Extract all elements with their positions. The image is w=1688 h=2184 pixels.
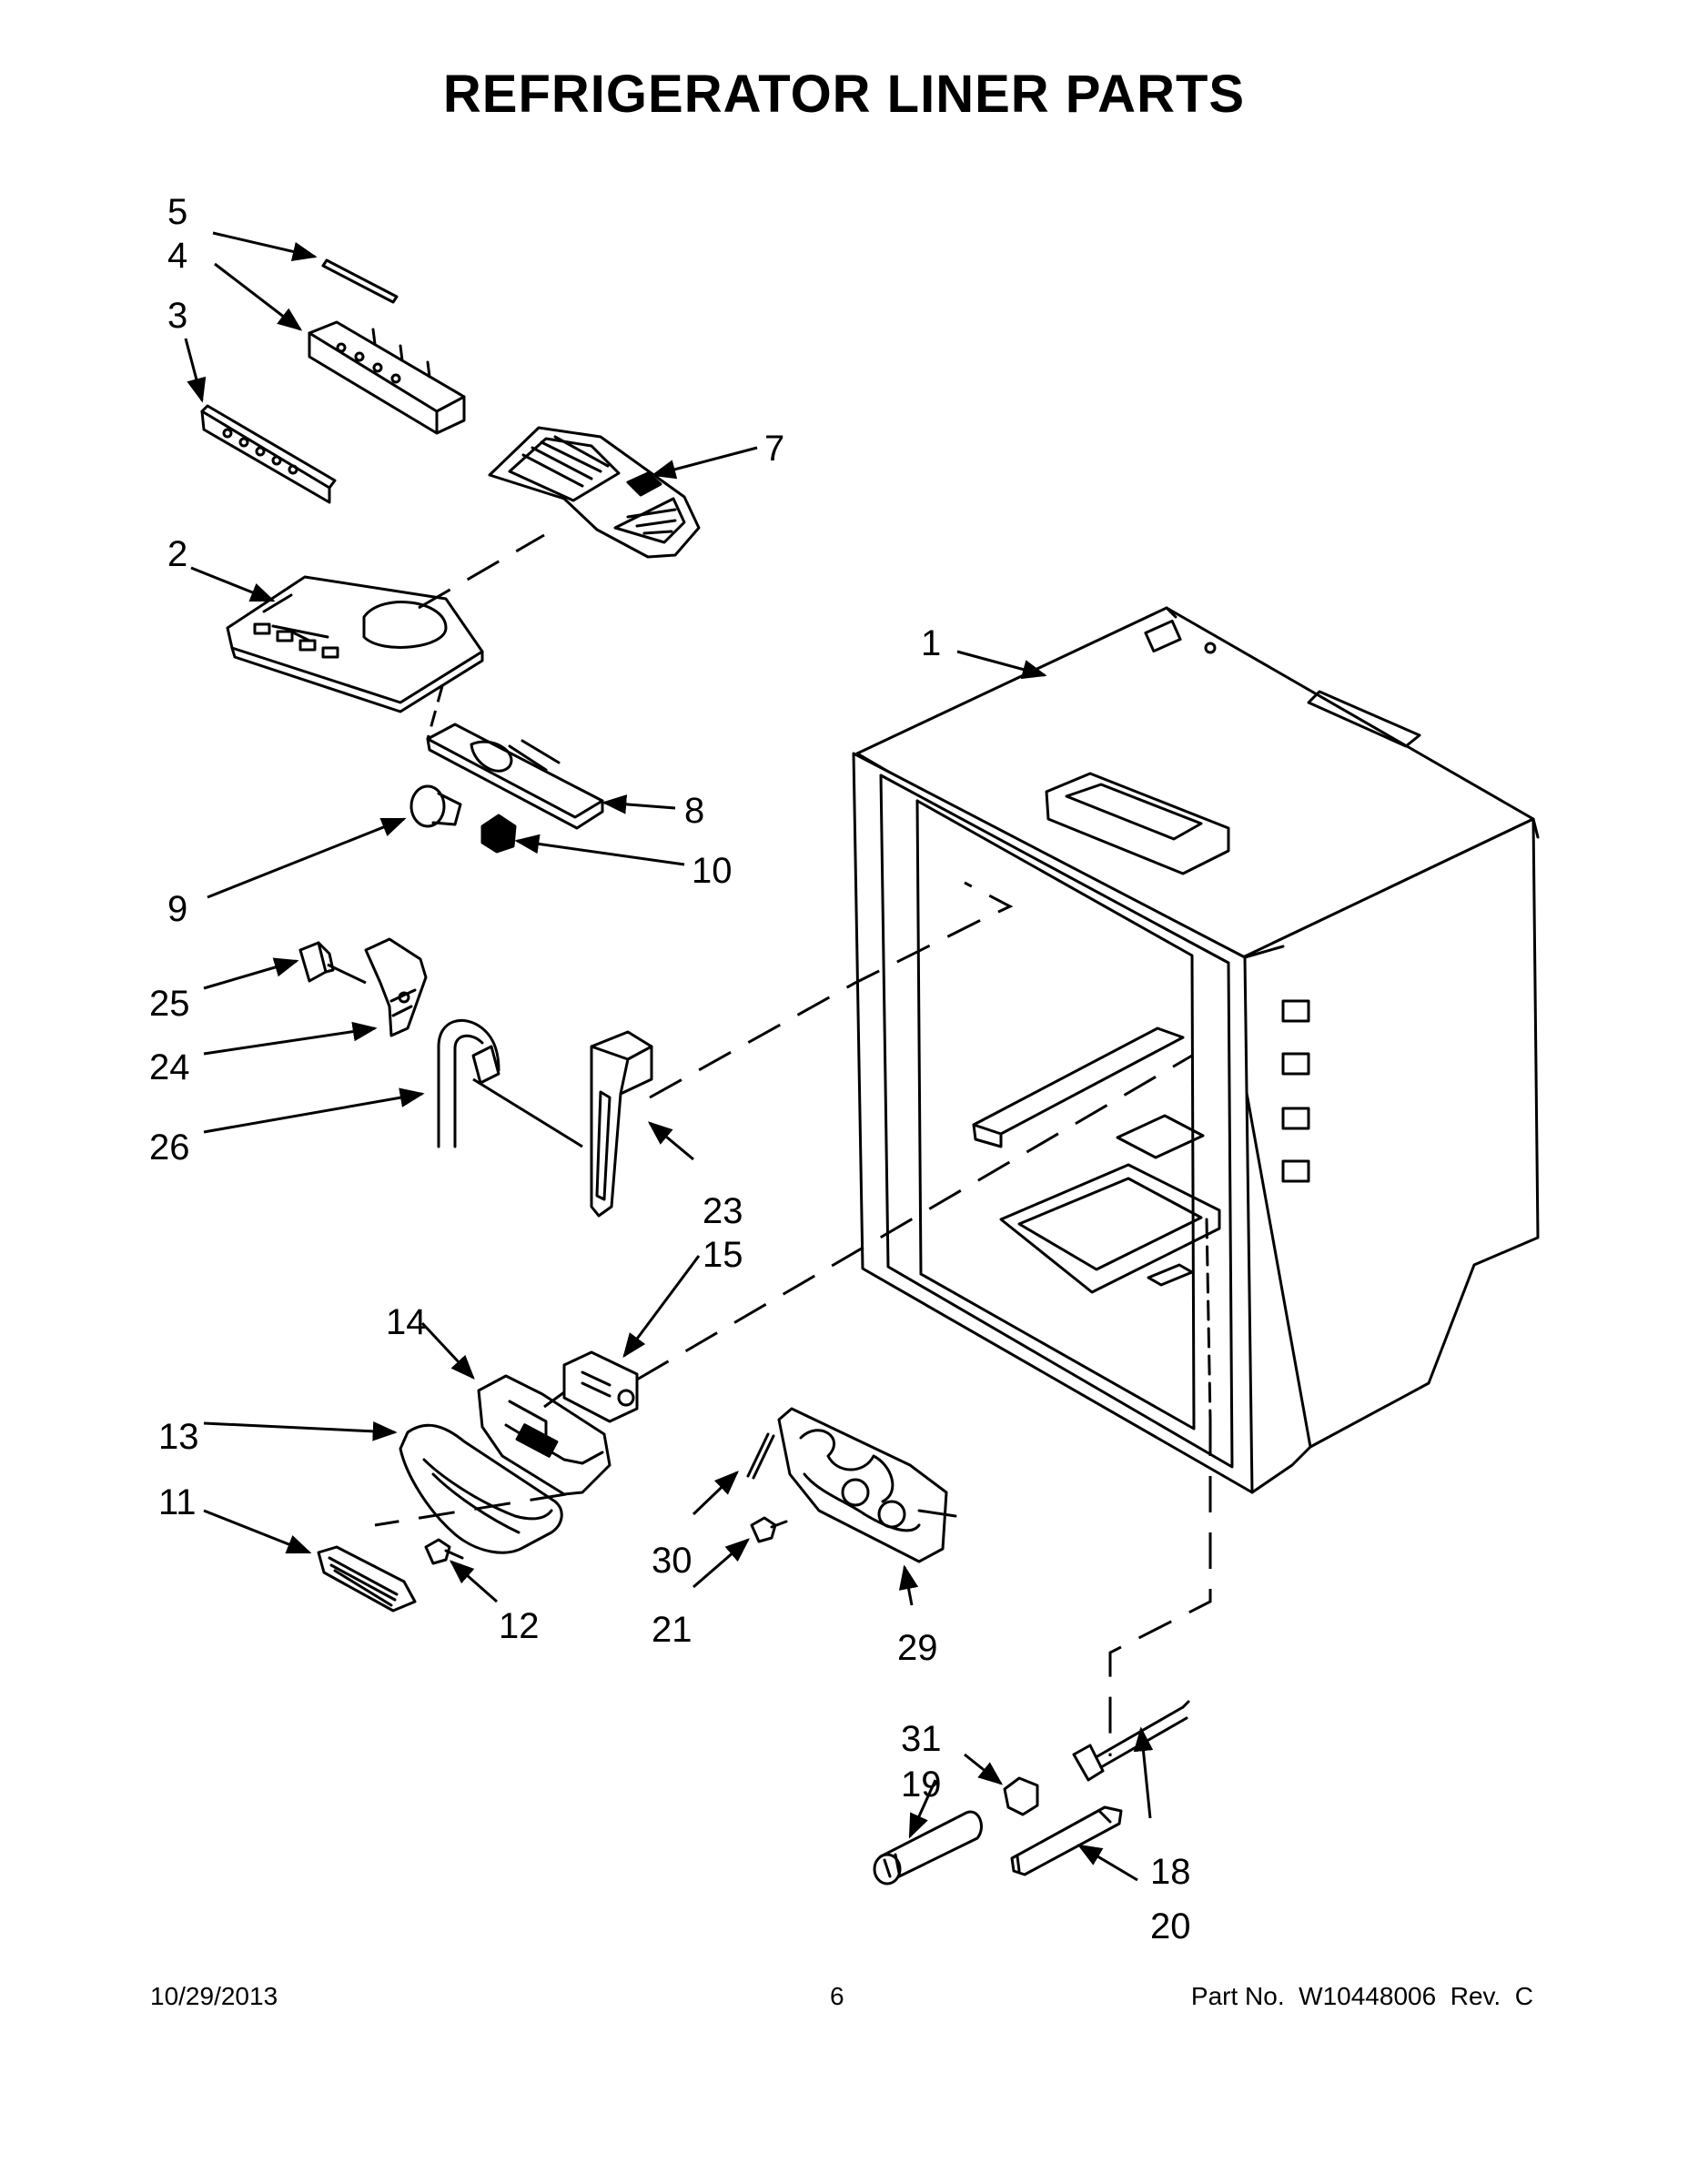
callout-20: 20 xyxy=(1150,1906,1191,1946)
callout-30: 30 xyxy=(652,1541,692,1581)
dispenser-housing-part-23 xyxy=(590,1030,653,1218)
callout-25: 25 xyxy=(149,984,190,1024)
callout-3: 3 xyxy=(167,296,187,336)
drip-grille-part-11 xyxy=(317,1545,417,1613)
callout-14: 14 xyxy=(386,1302,427,1342)
callout-13: 13 xyxy=(158,1417,199,1457)
dispenser-bezel-part-14 xyxy=(477,1374,612,1496)
filter-head-part-18 xyxy=(1072,1700,1190,1782)
callout-29: 29 xyxy=(897,1628,938,1668)
control-housing-part-4 xyxy=(308,320,466,435)
callout-10: 10 xyxy=(692,851,733,891)
leader-arrows xyxy=(184,231,1154,1882)
page-title: REFRIGERATOR LINER PARTS xyxy=(442,65,1246,124)
callout-18: 18 xyxy=(1150,1852,1191,1892)
filter-cover-part-20 xyxy=(1010,1805,1123,1876)
callout-31: 31 xyxy=(901,1719,942,1759)
callout-5: 5 xyxy=(167,192,187,232)
control-housing-part-2 xyxy=(226,575,484,713)
callout-7: 7 xyxy=(764,429,784,469)
callout-24: 24 xyxy=(149,1047,190,1087)
light-bulb-part-9 xyxy=(409,784,462,828)
assembly-lines xyxy=(374,533,1212,1756)
callout-15: 15 xyxy=(702,1235,743,1275)
water-tube-part-26 xyxy=(437,1018,500,1148)
callout-21: 21 xyxy=(652,1610,692,1650)
callout-2: 2 xyxy=(167,534,187,574)
switch-part-25 xyxy=(298,941,335,983)
strip-part-5 xyxy=(321,258,399,304)
callout-19: 19 xyxy=(901,1764,942,1805)
callout-9: 9 xyxy=(167,889,187,929)
dispenser-lever-part-24 xyxy=(364,937,428,1037)
light-housing-part-8 xyxy=(426,723,604,830)
lower-bezel-part-13 xyxy=(399,1423,563,1554)
callout-11: 11 xyxy=(158,1482,197,1522)
footer-part-number: Part No. W10448006 Rev. C xyxy=(1190,1982,1533,2010)
callout-26: 26 xyxy=(149,1127,190,1168)
screw-part-21 xyxy=(750,1516,788,1543)
long-screw-part-30 xyxy=(746,1432,775,1480)
footer-page-number: 6 xyxy=(830,1982,844,2010)
callout-12: 12 xyxy=(499,1606,540,1646)
callout-1: 1 xyxy=(921,623,941,663)
callout-23: 23 xyxy=(702,1191,743,1231)
callout-4: 4 xyxy=(167,236,187,276)
liner-part-1 xyxy=(852,606,1540,1494)
callout-8: 8 xyxy=(684,791,704,831)
water-module-part-15 xyxy=(562,1350,639,1423)
footer-date: 10/29/2013 xyxy=(150,1982,278,2010)
control-board-part-3 xyxy=(200,404,337,504)
clip-part-31 xyxy=(1003,1776,1039,1816)
screw-part-12 xyxy=(424,1538,464,1565)
bracket-part-29 xyxy=(777,1407,957,1563)
water-filter-part-19 xyxy=(873,1810,983,1886)
connector-lines xyxy=(327,685,583,1409)
diffuser-part-7 xyxy=(488,426,701,559)
light-socket-part-10 xyxy=(480,814,517,854)
